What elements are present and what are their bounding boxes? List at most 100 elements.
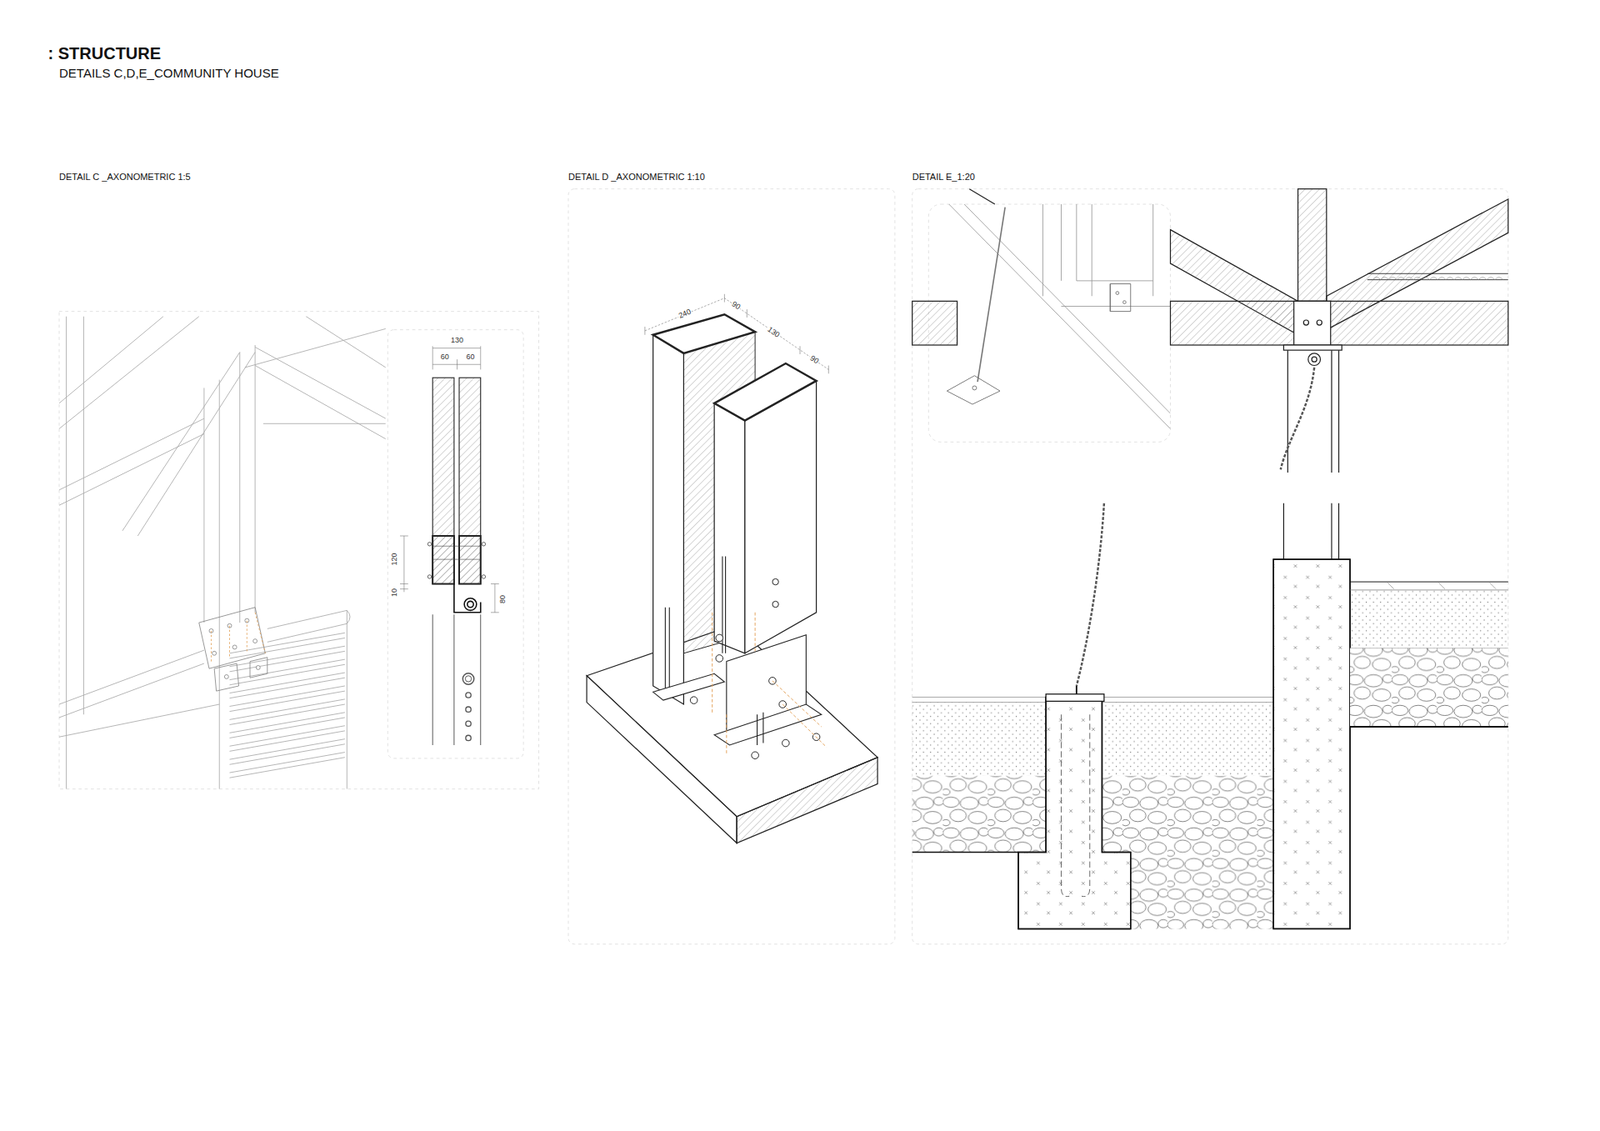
dimension-line — [490, 584, 500, 613]
timber-section — [432, 377, 481, 584]
bolt — [232, 645, 237, 650]
dimension-label: 80 — [499, 594, 507, 605]
timber-frame-axonometric — [250, 657, 268, 678]
foundation-section — [1045, 694, 1105, 702]
timber-frame-axonometric — [59, 316, 255, 536]
anchor-sketch — [949, 204, 1171, 429]
bolt — [690, 696, 698, 705]
timber-frame-axonometric — [59, 704, 220, 737]
detail-heading: DETAIL E_1:20 — [912, 171, 1509, 182]
anchor-sketch — [1123, 300, 1127, 305]
timber-section — [459, 535, 481, 585]
concrete-base — [586, 625, 878, 844]
panel-frame — [387, 330, 524, 759]
dimension-label: 10 — [390, 587, 399, 598]
foundation-section — [1350, 648, 1509, 727]
bolt — [772, 578, 779, 585]
foundation-section — [1350, 581, 1509, 583]
steel-shoe — [665, 607, 670, 695]
panel-frame — [59, 189, 1509, 945]
foundation-section — [912, 503, 1509, 930]
foundation-section — [1350, 589, 1509, 590]
detail-heading: DETAIL C _AXONOMETRIC 1:5 — [59, 171, 540, 182]
dimension-line — [400, 345, 500, 613]
anchor-sketch — [946, 204, 1170, 429]
roof-section — [1311, 356, 1317, 362]
dimension-label: 120 — [390, 552, 399, 567]
rebar — [1081, 714, 1090, 896]
timber-frame-axonometric — [204, 345, 255, 623]
dimension-label: 130 — [765, 325, 781, 340]
foundation-section — [1350, 647, 1509, 649]
roof-section — [1308, 353, 1321, 366]
panel-frame — [912, 189, 1509, 945]
timber-section — [459, 377, 481, 584]
bolt — [481, 575, 485, 579]
bolt-axis — [712, 612, 827, 755]
panel-frame — [59, 311, 540, 790]
bolt — [253, 639, 258, 644]
roof-section — [969, 189, 995, 205]
anchor-sketch — [972, 385, 977, 390]
dimension-line — [400, 535, 409, 592]
roof-section — [1283, 345, 1342, 350]
dimension-label: 60 — [465, 353, 475, 361]
anchor-sketch — [1042, 204, 1153, 296]
foundation-section — [1350, 725, 1509, 728]
timber-frame-axonometric — [59, 316, 386, 506]
steel-bracket — [464, 598, 477, 611]
foundation-section — [1018, 696, 1131, 929]
steel-shoe — [653, 673, 725, 700]
roof-section — [1170, 300, 1508, 345]
timber-post — [714, 403, 745, 654]
bolt — [224, 675, 229, 680]
rebar — [1060, 714, 1090, 896]
steel-post — [465, 706, 471, 712]
concrete-base — [736, 757, 878, 844]
bolt — [209, 618, 260, 679]
roof-section — [1316, 320, 1322, 325]
foundation-section — [1387, 582, 1496, 589]
bolt — [427, 542, 431, 546]
foundation-section — [1018, 696, 1131, 929]
roof-section — [912, 300, 958, 345]
bolt — [481, 542, 485, 546]
roof-section — [1298, 189, 1327, 302]
dimension-line — [645, 294, 829, 375]
anchor-sketch — [977, 207, 1005, 382]
roof-section — [1367, 273, 1509, 280]
timber-frame-axonometric — [199, 607, 266, 669]
bolt — [715, 634, 724, 642]
steel-post — [465, 675, 471, 682]
steel-post — [465, 720, 471, 726]
anchor-sketch — [946, 375, 1000, 405]
detail-panel: DETAIL E_1:20 — [912, 171, 1509, 945]
dimension-line — [645, 298, 829, 370]
timber-frame-axonometric — [219, 610, 347, 789]
concrete-base — [586, 675, 737, 844]
steel-post — [432, 614, 481, 745]
detail-panel: DETAIL C _AXONOMETRIC 1:5 — [59, 171, 540, 790]
roof-section — [912, 189, 1509, 473]
roof-section — [1303, 320, 1309, 325]
panel-frame — [568, 189, 895, 945]
timber-section — [432, 535, 455, 585]
rebar — [1060, 714, 1070, 896]
dimension-line — [432, 345, 481, 370]
dimension-label: 130 — [450, 336, 465, 345]
bolt — [782, 739, 790, 747]
dimension-line — [432, 348, 481, 365]
bolt — [772, 600, 779, 607]
timber-post — [745, 380, 817, 654]
bolt — [255, 665, 260, 670]
sheet-subtitle: DETAILS C,D,E_COMMUNITY HOUSE — [59, 66, 280, 80]
foundation-section — [1273, 559, 1350, 929]
timber-frame-axonometric — [59, 610, 350, 718]
bolt — [690, 578, 820, 759]
steel-bracket — [454, 584, 481, 613]
timber-post — [653, 314, 755, 354]
foundation-section — [1283, 503, 1339, 560]
steel-post — [432, 614, 481, 745]
steel-post — [465, 692, 471, 698]
